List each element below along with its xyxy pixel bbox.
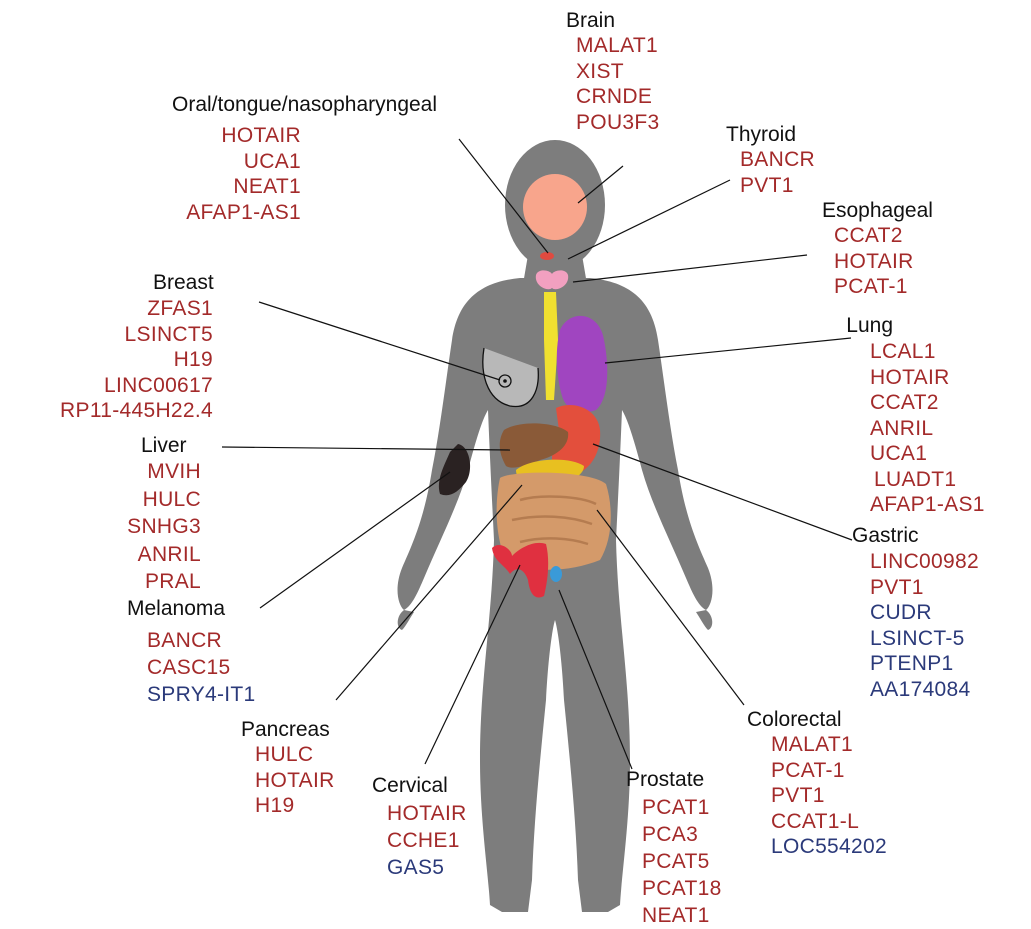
lncrna-up: HOTAIR: [186, 123, 301, 149]
lncrna-up: SNHG3: [127, 513, 201, 541]
lncrna-up: PCAT-1: [834, 274, 933, 300]
organ-title: Cervical: [372, 773, 467, 798]
organ-title: Thyroid: [726, 122, 815, 147]
lncrna-up: PCA3: [642, 821, 722, 848]
lncrna-up: CRNDE: [576, 84, 660, 110]
lncrna-up: MALAT1: [771, 732, 887, 758]
lncrna-up: HOTAIR: [834, 249, 933, 275]
lncrna-down: CUDR: [870, 600, 979, 626]
label-list-lung: LCAL1 HOTAIR CCAT2 ANRIL UCA1 LUADT1 AFA…: [870, 339, 985, 518]
lncrna-down: AA174084: [870, 677, 979, 703]
lncrna-up: PVT1: [740, 173, 815, 199]
prostate-shape: [550, 566, 562, 582]
lncrna-up: LSINCT5: [60, 322, 213, 348]
lncrna-up: HULC: [127, 486, 201, 514]
lncrna-up: ZFAS1: [60, 296, 213, 322]
lncrna-up: UCA1: [186, 149, 301, 175]
lung-shape: [557, 316, 607, 412]
lncrna-up: CCAT2: [834, 223, 933, 249]
label-list-liver: MVIH HULC SNHG3 ANRIL PRAL: [127, 458, 201, 596]
lncrna-up: PRAL: [127, 568, 201, 596]
lncrna-up: PCAT5: [642, 848, 722, 875]
label-group-prostate: Prostate PCAT1 PCA3 PCAT5 PCAT18 NEAT1: [626, 767, 722, 929]
lncrna-up: H19: [60, 347, 213, 373]
oral-shape: [540, 252, 554, 260]
lncrna-up: PVT1: [870, 575, 979, 601]
lncrna-up: NEAT1: [186, 174, 301, 200]
lncrna-up: ANRIL: [870, 416, 985, 442]
lncrna-up: PCAT1: [642, 794, 722, 821]
lncrna-up: PVT1: [771, 783, 887, 809]
lncrna-down: LSINCT-5: [870, 626, 979, 652]
lncrna-up: CCHE1: [387, 827, 467, 854]
lncrna-down: GAS5: [387, 854, 467, 881]
lncrna-up: LINC00617: [60, 373, 213, 399]
lncrna-up: MALAT1: [576, 33, 660, 59]
lncrna-up: AFAP1-AS1: [186, 200, 301, 226]
label-group-colorectal: Colorectal MALAT1 PCAT-1 PVT1 CCAT1-L LO…: [747, 707, 887, 860]
label-group-cervical: Cervical HOTAIR CCHE1 GAS5: [372, 773, 467, 881]
label-list-breast: ZFAS1 LSINCT5 H19 LINC00617 RP11-445H22.…: [60, 296, 213, 424]
lncrna-up: ANRIL: [127, 541, 201, 569]
organ-title: Prostate: [626, 767, 722, 792]
organ-title: Brain: [566, 8, 660, 33]
lncrna-up: CASC15: [147, 654, 256, 681]
lncrna-up: HOTAIR: [870, 365, 985, 391]
label-group-breast: Breast: [153, 270, 214, 295]
label-group-brain: Brain MALAT1 XIST CRNDE POU3F3: [566, 8, 660, 135]
organ-title: Liver: [141, 433, 187, 458]
label-list-oral: HOTAIR UCA1 NEAT1 AFAP1-AS1: [186, 123, 301, 225]
lncrna-up: PCAT-1: [771, 758, 887, 784]
lncrna-up: H19: [255, 793, 335, 819]
lncrna-up: LCAL1: [870, 339, 985, 365]
lncrna-down: PTENP1: [870, 651, 979, 677]
lncrna-up: RP11-445H22.4: [60, 398, 213, 424]
lncrna-up: UCA1: [870, 441, 985, 467]
lncrna-up: XIST: [576, 59, 660, 85]
lncrna-up: HULC: [255, 742, 335, 768]
lncrna-up: HOTAIR: [387, 800, 467, 827]
label-list-melanoma: BANCR CASC15 SPRY4-IT1: [147, 627, 256, 708]
lncrna-up: BANCR: [147, 627, 256, 654]
organ-title: Pancreas: [241, 717, 330, 742]
label-group-lung: Lung: [846, 313, 893, 338]
label-list-pancreas: HULC HOTAIR H19: [255, 742, 335, 819]
label-group-gastric: Gastric: [852, 523, 919, 548]
label-group-melanoma: Melanoma: [127, 596, 225, 621]
organ-title: Esophageal: [822, 198, 933, 223]
label-list-gastric: LINC00982 PVT1 CUDR LSINCT-5 PTENP1 AA17…: [870, 549, 979, 702]
lncrna-up: CCAT2: [870, 390, 985, 416]
label-group-thyroid: Thyroid BANCR PVT1: [726, 122, 815, 198]
lncrna-up: BANCR: [740, 147, 815, 173]
lncrna-up: LINC00982: [870, 549, 979, 575]
lncrna-up: AFAP1-AS1: [870, 492, 985, 518]
lncrna-up: MVIH: [127, 458, 201, 486]
organ-title: Breast: [153, 270, 214, 295]
lncrna-down: LOC554202: [771, 834, 887, 860]
organ-title: Colorectal: [747, 707, 887, 732]
lncrna-up: HOTAIR: [255, 768, 335, 794]
organ-title: Lung: [846, 313, 893, 338]
organ-title: Melanoma: [127, 596, 225, 621]
lncrna-up: NEAT1: [642, 902, 722, 929]
brain-shape: [523, 174, 587, 240]
lncrna-up: POU3F3: [576, 110, 660, 136]
lncrna-down: SPRY4-IT1: [147, 681, 256, 708]
lncrna-up: PCAT18: [642, 875, 722, 902]
organ-title: Oral/tongue/nasopharyngeal: [172, 92, 437, 117]
label-group-pancreas: Pancreas: [241, 717, 330, 742]
lncrna-up: CCAT1-L: [771, 809, 887, 835]
label-group-oral: Oral/tongue/nasopharyngeal: [172, 92, 437, 117]
lncrna-up: LUADT1: [870, 467, 985, 493]
organ-title: Gastric: [852, 523, 919, 548]
label-group-liver: Liver: [141, 433, 187, 458]
label-group-esophageal: Esophageal CCAT2 HOTAIR PCAT-1: [822, 198, 933, 300]
